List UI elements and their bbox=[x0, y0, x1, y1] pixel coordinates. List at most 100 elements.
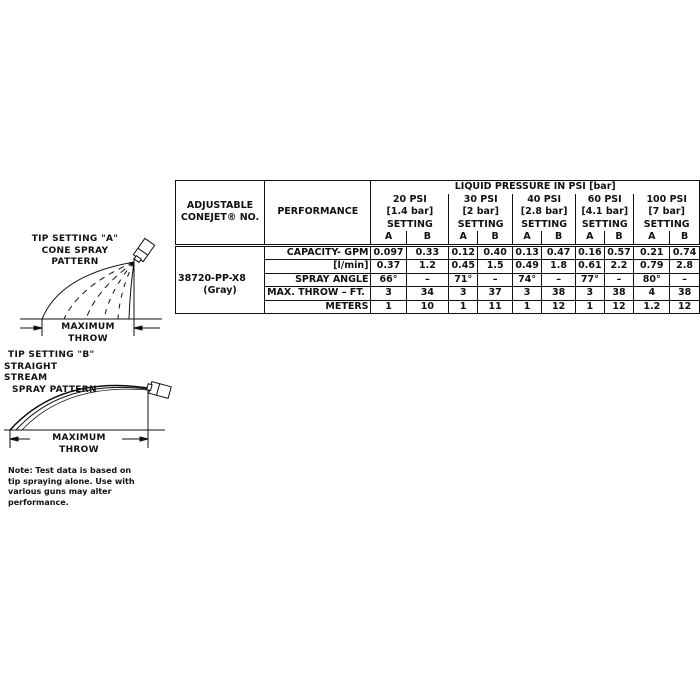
conejet-header: ADJUSTABLE CONEJET® NO. bbox=[174, 180, 266, 247]
note-line: various guns may alter bbox=[8, 487, 112, 496]
value-cell: 3 bbox=[448, 286, 479, 301]
nozzle-icon bbox=[146, 381, 172, 399]
setting-label: SETTING bbox=[512, 218, 577, 231]
pressure-psi: 100 PSI bbox=[633, 193, 700, 206]
diagram-a-throw-label: MAXIMUM THROW bbox=[44, 322, 132, 345]
pressure-header: LIQUID PRESSURE IN PSI [bar] bbox=[370, 180, 700, 194]
setting-label: SETTING bbox=[448, 218, 514, 231]
pressure-bar: [4.1 bar] bbox=[575, 206, 635, 219]
pressure-psi: 20 PSI bbox=[370, 193, 450, 206]
value-cell: 2.8 bbox=[669, 259, 700, 274]
note-line: Note: Test data is based on bbox=[8, 466, 132, 475]
performance-header: PERFORMANCE bbox=[264, 180, 372, 247]
title-line: SPRAY PATTERN bbox=[12, 384, 97, 395]
note-line: performance. bbox=[8, 497, 69, 507]
pressure-psi: 40 PSI bbox=[512, 193, 577, 206]
header-line: ADJUSTABLE bbox=[186, 200, 254, 212]
value-cell: 0.49 bbox=[512, 259, 543, 274]
performance-label: CAPACITY- GPM bbox=[264, 244, 372, 260]
value-cell: 11 bbox=[477, 299, 514, 314]
value-cell: 10 bbox=[405, 299, 450, 314]
value-cell: 0.61 bbox=[575, 259, 605, 274]
setting-a: A bbox=[575, 231, 605, 247]
value-cell: 1.2 bbox=[633, 299, 671, 314]
performance-label: SPRAY ANGLE bbox=[264, 272, 372, 287]
model-cell: 38720-PP-X8(Gray) bbox=[174, 244, 266, 314]
pressure-psi: 30 PSI bbox=[448, 193, 514, 206]
setting-a: A bbox=[370, 231, 407, 247]
diagram-a-title: TIP SETTING "A" CONE SPRAY PATTERN bbox=[10, 234, 140, 269]
setting-b: B bbox=[603, 231, 635, 247]
value-cell: 0.33 bbox=[405, 244, 450, 260]
value-cell: 1.8 bbox=[541, 259, 577, 274]
setting-b: B bbox=[541, 231, 577, 247]
title-line: STRAIGHT STREAM bbox=[4, 361, 58, 384]
test-data-note: Note: Test data is based on tip spraying… bbox=[8, 466, 135, 508]
value-cell: – bbox=[603, 272, 635, 287]
performance-label: MAX. THROW – FT. bbox=[264, 286, 372, 301]
value-cell: 0.57 bbox=[603, 244, 635, 260]
value-cell: 0.74 bbox=[669, 244, 700, 260]
value-cell: 38 bbox=[669, 286, 700, 301]
setting-a: A bbox=[448, 231, 479, 247]
value-cell: 0.40 bbox=[477, 244, 514, 260]
value-cell: 0.12 bbox=[448, 244, 479, 260]
value-cell: 0.79 bbox=[633, 259, 671, 274]
value-cell: 80° bbox=[633, 272, 671, 287]
value-cell: 1.2 bbox=[405, 259, 450, 274]
value-cell: 38 bbox=[541, 286, 577, 301]
value-cell: 1 bbox=[575, 299, 605, 314]
setting-b: B bbox=[405, 231, 450, 247]
value-cell: 3 bbox=[512, 286, 543, 301]
value-cell: 1 bbox=[448, 299, 479, 314]
value-cell: 2.2 bbox=[603, 259, 635, 274]
diagram-b-throw-label: MAXIMUM THROW bbox=[36, 433, 122, 456]
value-cell: 37 bbox=[477, 286, 514, 301]
value-cell: 12 bbox=[541, 299, 577, 314]
pressure-bar: [2.8 bar] bbox=[512, 206, 577, 219]
value-cell: 0.097 bbox=[370, 244, 407, 260]
value-cell: 0.45 bbox=[448, 259, 479, 274]
value-cell: 3 bbox=[370, 286, 407, 301]
title-line: TIP SETTING "B" bbox=[8, 350, 95, 360]
value-cell: 77° bbox=[575, 272, 605, 287]
value-cell: – bbox=[669, 272, 700, 287]
value-cell: 0.47 bbox=[541, 244, 577, 260]
setting-a: A bbox=[633, 231, 671, 247]
value-cell: 0.21 bbox=[633, 244, 671, 260]
value-cell: 3 bbox=[575, 286, 605, 301]
setting-a: A bbox=[512, 231, 543, 247]
title-line: PATTERN bbox=[51, 257, 99, 267]
value-cell: 34 bbox=[405, 286, 450, 301]
performance-label: [l/min] bbox=[264, 259, 372, 274]
cone-spray-diagram bbox=[20, 237, 162, 336]
value-cell: 38 bbox=[603, 286, 635, 301]
setting-label: SETTING bbox=[370, 218, 450, 231]
value-cell: 12 bbox=[603, 299, 635, 314]
setting-label: SETTING bbox=[575, 218, 635, 231]
value-cell: – bbox=[477, 272, 514, 287]
nozzle-icon bbox=[132, 237, 156, 264]
pressure-psi: 60 PSI bbox=[575, 193, 635, 206]
value-cell: 1 bbox=[512, 299, 543, 314]
value-cell: 0.37 bbox=[370, 259, 407, 274]
value-cell: 74° bbox=[512, 272, 543, 287]
value-cell: 0.16 bbox=[575, 244, 605, 260]
note-line: tip spraying alone. Use with bbox=[8, 476, 135, 486]
value-cell: – bbox=[541, 272, 577, 287]
value-cell: 71° bbox=[448, 272, 479, 287]
straight-stream-diagram bbox=[4, 381, 172, 448]
value-cell: 4 bbox=[633, 286, 671, 301]
setting-label: SETTING bbox=[633, 218, 700, 231]
pressure-bar: [7 bar] bbox=[633, 206, 700, 219]
pressure-bar: [2 bar] bbox=[448, 206, 514, 219]
value-cell: 1 bbox=[370, 299, 407, 314]
performance-table: ADJUSTABLE CONEJET® NO. PERFORMANCE LIQU… bbox=[174, 180, 700, 314]
value-cell: 1.5 bbox=[477, 259, 514, 274]
